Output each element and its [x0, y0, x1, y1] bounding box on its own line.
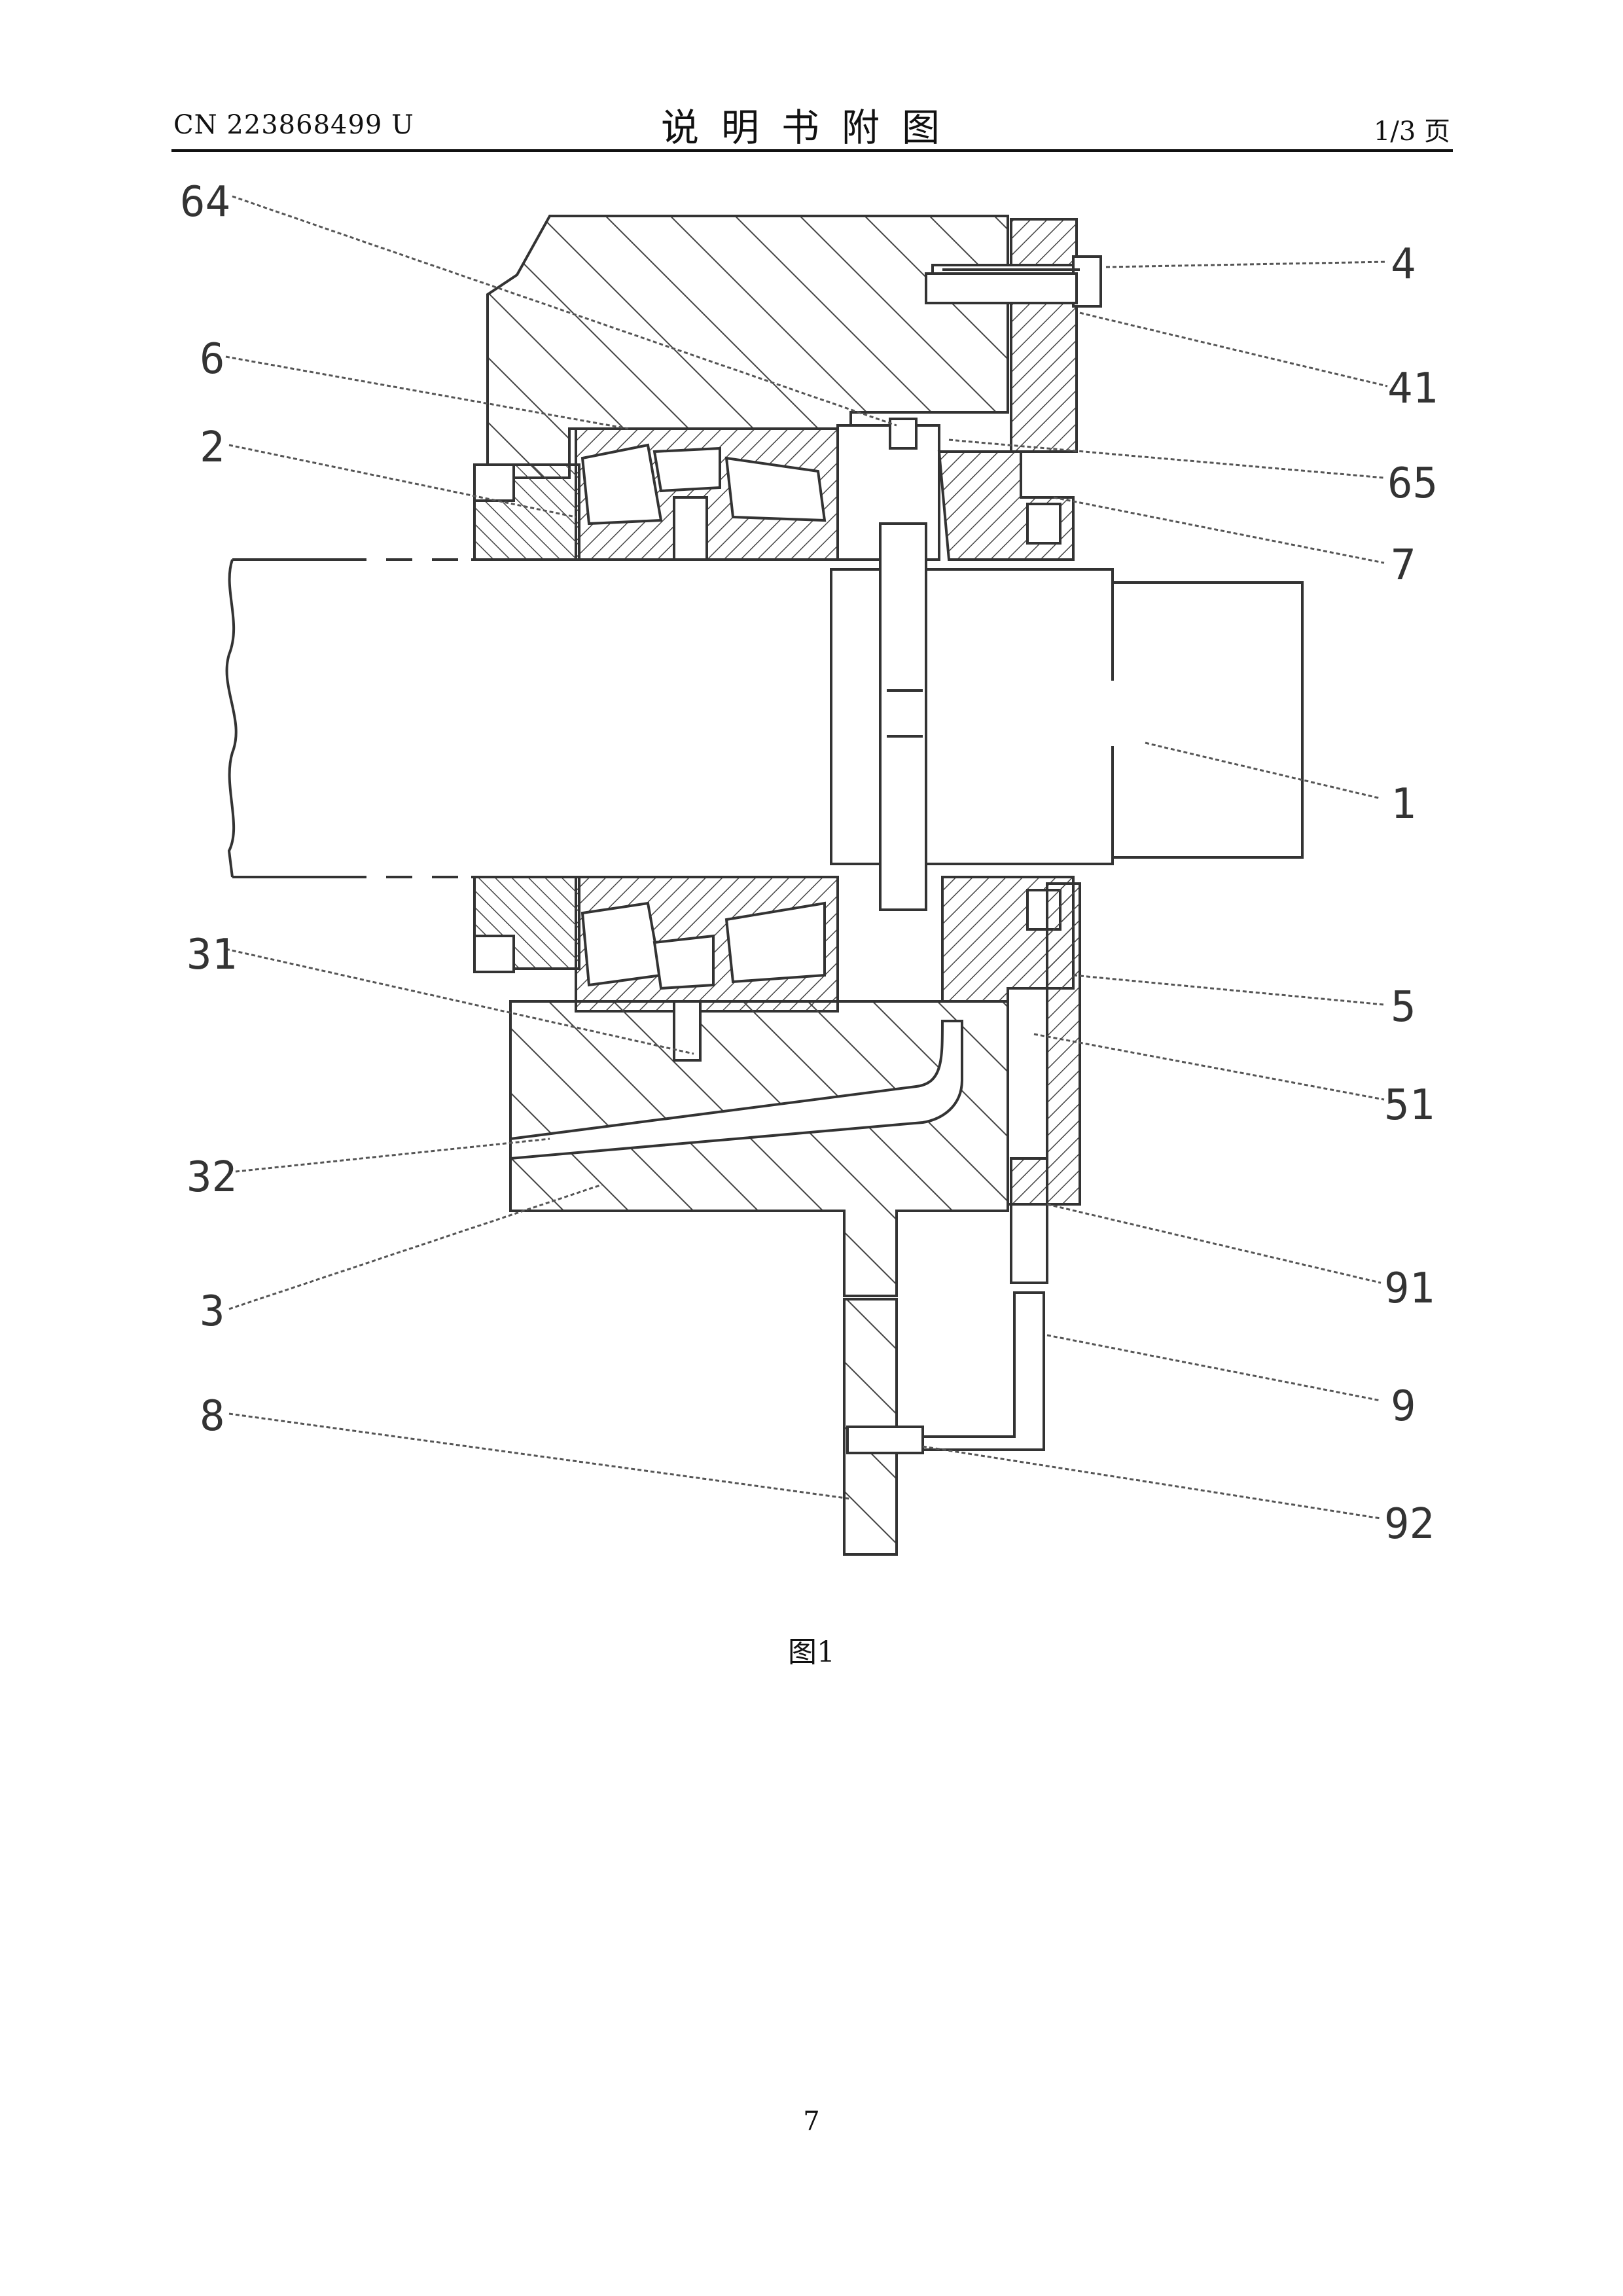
label-8: 8: [200, 1392, 225, 1441]
label-9: 9: [1391, 1382, 1416, 1431]
label-32: 32: [187, 1153, 237, 1202]
label-91: 91: [1384, 1265, 1435, 1313]
upper-bearing: [576, 429, 838, 560]
lower-bearing: [576, 877, 838, 1011]
lower-housing: [510, 1001, 1008, 1296]
label-92: 92: [1384, 1500, 1435, 1549]
label-41: 41: [1387, 365, 1438, 413]
figure-caption: 图1: [0, 1628, 1623, 1670]
bracket-flange: [844, 1299, 923, 1554]
bolt: [926, 274, 1077, 303]
main-shaft: [227, 524, 1302, 910]
label-2: 2: [200, 423, 225, 472]
label-65: 65: [1387, 459, 1438, 508]
label-51: 51: [1384, 1081, 1435, 1130]
label-7: 7: [1391, 541, 1416, 590]
label-64: 64: [180, 178, 230, 226]
page-number: 7: [0, 2106, 1623, 2136]
left-retainer-upper: [474, 465, 579, 560]
label-1: 1: [1391, 780, 1416, 829]
label-31: 31: [187, 931, 237, 979]
label-5: 5: [1391, 983, 1416, 1031]
left-retainer-lower: [474, 877, 579, 972]
label-4: 4: [1391, 240, 1416, 289]
label-6: 6: [200, 335, 225, 384]
label-3: 3: [200, 1287, 225, 1336]
